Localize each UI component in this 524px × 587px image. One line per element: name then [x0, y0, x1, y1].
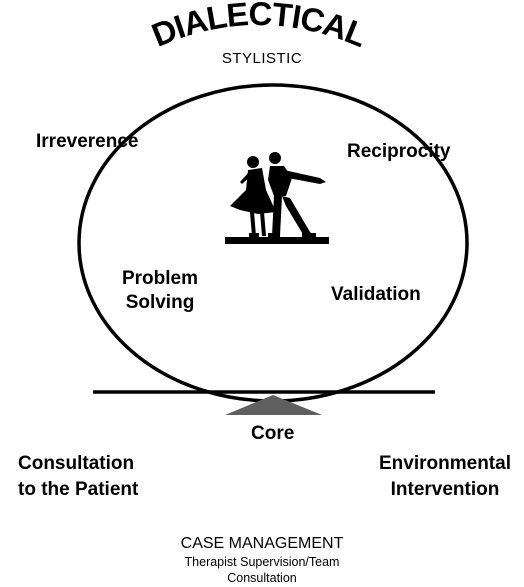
- label-problem-solving-line2: Solving: [125, 292, 195, 313]
- label-consultation-line1: Consultation: [18, 453, 135, 474]
- label-problem-solving: Problem Solving: [100, 267, 220, 315]
- label-environmental-line2: Intervention: [390, 479, 500, 500]
- title-sub: STYLISTIC: [221, 50, 303, 67]
- footer-line2: Consultation: [227, 571, 297, 585]
- label-irreverence: Irreverence: [36, 131, 139, 152]
- title-main: DIALECTICAL: [147, 0, 374, 54]
- label-validation: Validation: [331, 284, 421, 305]
- label-consultation-line2: to the Patient: [18, 479, 139, 500]
- label-consultation-to-patient: Consultation to the Patient: [18, 451, 138, 503]
- title-arc-text: DIALECTICAL: [147, 0, 373, 54]
- label-core: Core: [251, 423, 295, 444]
- footer-title: CASE MANAGEMENT: [180, 535, 344, 552]
- footer-line1: Therapist Supervision/Team: [184, 555, 340, 569]
- label-problem-solving-line1: Problem: [121, 268, 199, 289]
- label-environmental-intervention: Environmental Intervention: [356, 451, 524, 503]
- label-reciprocity: Reciprocity: [347, 141, 451, 162]
- label-environmental-line1: Environmental: [379, 453, 511, 474]
- fulcrum-triangle: [225, 395, 322, 415]
- dancing-couple-icon: [225, 152, 329, 244]
